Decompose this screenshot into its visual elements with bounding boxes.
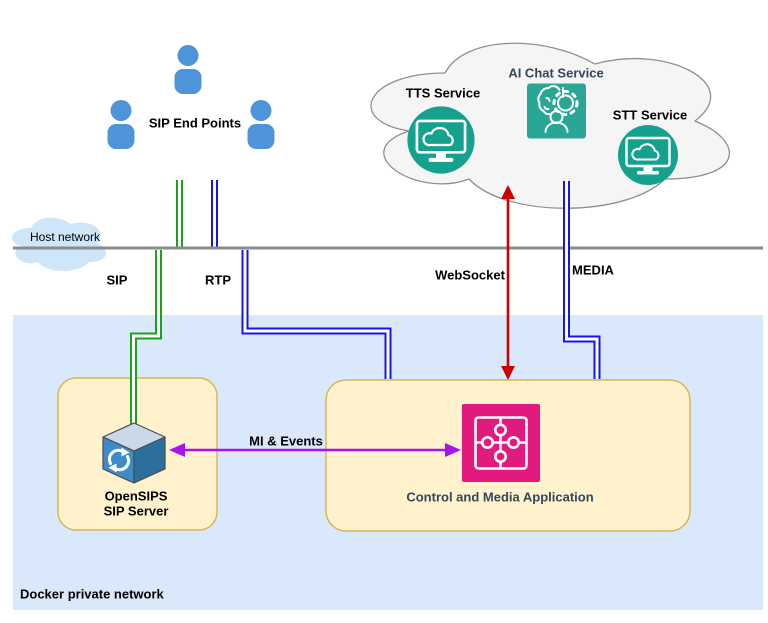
tts-service-label: TTS Service xyxy=(405,85,481,101)
websocket-arrow xyxy=(501,185,515,380)
ai-brain-gear-icon xyxy=(527,83,586,139)
host-network-cloud-shape xyxy=(11,217,106,271)
opensips-label-line1: OpenSIPS xyxy=(104,488,168,504)
host-network-label: Host network xyxy=(29,230,101,244)
rtp-label: RTP xyxy=(205,272,231,288)
stt-monitor-cloud-icon xyxy=(618,125,678,185)
mi-events-arrow xyxy=(169,443,461,457)
sip-label: SIP xyxy=(106,272,128,288)
media-connector xyxy=(563,181,601,379)
websocket-label: WebSocket xyxy=(435,267,505,283)
sip-connector-lower xyxy=(130,250,162,428)
opensips-label-line2: SIP Server xyxy=(103,503,169,519)
mi-events-label: MI & Events xyxy=(249,433,323,449)
stt-service-label: STT Service xyxy=(612,107,688,123)
sip-end-points-label: SIP End Points xyxy=(148,115,242,131)
puzzle-icon xyxy=(462,404,540,482)
opensips-cube-icon xyxy=(102,422,166,484)
docker-private-network-label: Docker private network xyxy=(20,586,164,602)
person-icon xyxy=(247,100,275,149)
person-icon xyxy=(174,45,202,94)
control-media-app-label: Control and Media Application xyxy=(406,489,594,505)
tts-monitor-cloud-icon xyxy=(407,106,475,174)
ai-chat-service-label: AI Chat Service xyxy=(508,65,604,81)
rtp-connector-lower xyxy=(241,250,392,379)
sync-arrows-icon xyxy=(107,447,131,473)
person-icon xyxy=(107,100,135,149)
media-label: MEDIA xyxy=(572,262,614,278)
